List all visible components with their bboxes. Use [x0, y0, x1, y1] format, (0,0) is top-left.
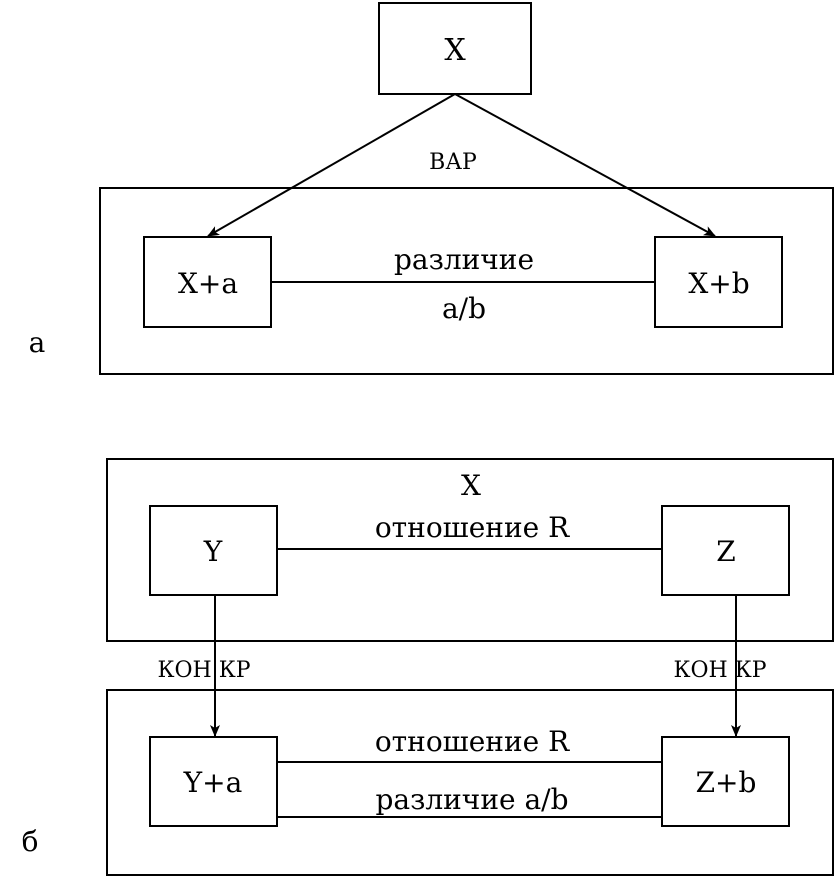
arrow-label-left: КОН КР	[157, 658, 250, 683]
arrow-label-var: ВАР	[429, 150, 477, 175]
node-z-box	[661, 505, 790, 596]
diagram-b: X Y Z отношение R КОН КР КОН КР Y+a Z+b …	[22, 458, 834, 876]
node-y-box	[149, 505, 278, 596]
node-y-label: Y	[203, 535, 223, 568]
node-ya-box	[149, 736, 278, 827]
link-label-relation-bottom: отношение R	[375, 725, 570, 758]
link-label-difference-ab: различие a/b	[375, 783, 568, 816]
link-label-relation-top: отношение R	[375, 511, 570, 544]
arrow-x-to-xb	[454, 93, 716, 237]
panel-label-a: а	[29, 326, 46, 359]
node-zb-label: Z+b	[696, 766, 757, 799]
node-zb-box	[661, 736, 790, 827]
node-ya-label: Y+a	[183, 766, 243, 799]
node-z-label: Z	[716, 535, 735, 568]
node-xa-box	[143, 236, 272, 328]
node-xa-label: X+a	[178, 267, 238, 300]
link-label-ab: a/b	[442, 292, 486, 325]
node-xb-label: X+b	[688, 267, 749, 300]
outer-frame-b-bottom	[106, 689, 834, 876]
arrow-x-to-xa	[207, 93, 456, 237]
outer-frame-a	[99, 187, 834, 375]
node-x-label: X	[444, 33, 466, 68]
link-label-difference: различие	[394, 243, 534, 276]
panel-label-b: б	[22, 825, 39, 858]
group-label-x: X	[461, 469, 481, 502]
arrow-label-right: КОН КР	[673, 658, 766, 683]
outer-frame-b-top	[106, 458, 834, 642]
diagram-a: X ВАР X+a X+b различие a/b а	[29, 2, 834, 375]
node-xb-box	[654, 236, 783, 328]
